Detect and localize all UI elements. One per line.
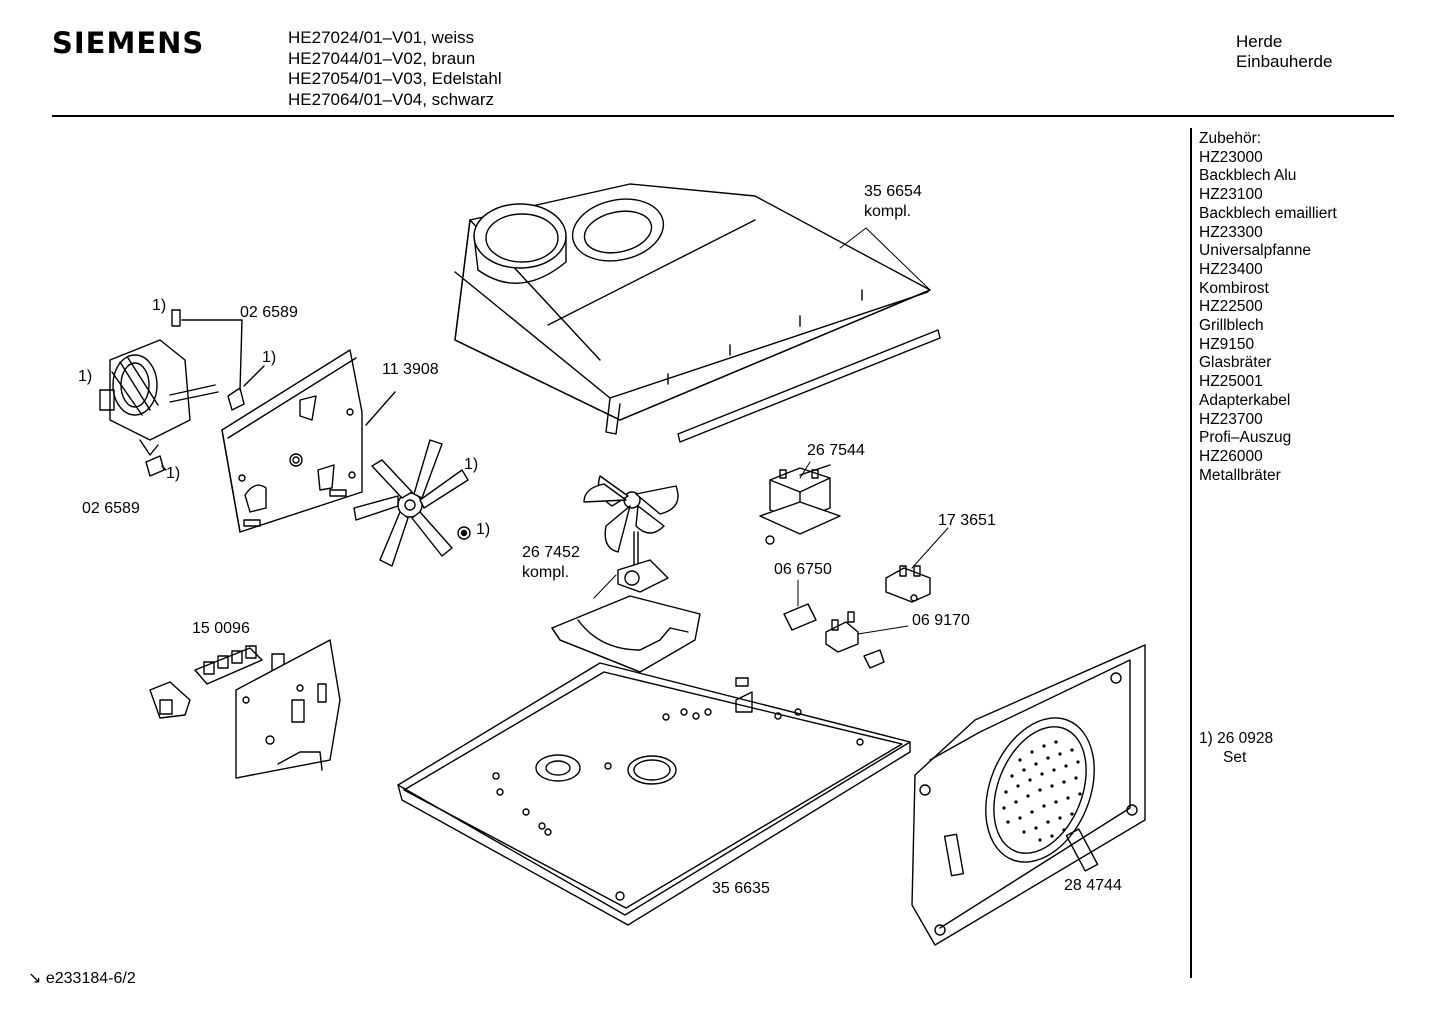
part-qualifier: kompl.	[864, 203, 912, 220]
brand-logo: SIEMENS	[52, 26, 205, 60]
part-173651-label: 17 3651	[938, 512, 996, 529]
accessory-desc: Metallbräter	[1199, 466, 1281, 484]
footnote: 1) 26 0928 Set	[1199, 730, 1273, 767]
accessory-code: HZ25001	[1199, 373, 1263, 391]
sidebar-divider	[1190, 128, 1192, 978]
control-bracket-part	[149, 639, 341, 779]
accessory-code: HZ23400	[1199, 260, 1263, 278]
accessory-desc: Glasbräter	[1199, 354, 1272, 372]
model-list: HE27024/01–V01, weiss HE27044/01–V02, br…	[288, 28, 502, 110]
part-number: 26 7452	[522, 544, 580, 561]
footnote-set: Set	[1223, 748, 1247, 766]
accessories-list: Zubehör: HZ23000 Backblech Alu HZ23100 B…	[1199, 130, 1337, 485]
part-356635-label: 35 6635	[712, 880, 770, 897]
relay-parts	[783, 565, 931, 669]
accessory-desc: Universalpfanne	[1199, 242, 1312, 260]
accessory-desc: Backblech Alu	[1199, 167, 1297, 185]
part-267452-label: 26 7452 kompl.	[522, 543, 580, 583]
footnote-marker: 1)	[152, 297, 167, 314]
tick-mark-icon: ↘	[28, 970, 42, 987]
part-267544-label: 26 7544	[807, 442, 865, 459]
part-069170-label: 06 9170	[912, 612, 970, 629]
accessory-code: HZ23300	[1199, 223, 1263, 241]
rear-cover-part	[911, 644, 1146, 946]
accessory-code: HZ23100	[1199, 186, 1263, 204]
model-item: HE27044/01–V02, braun	[288, 48, 476, 68]
accessory-code: HZ26000	[1199, 447, 1263, 465]
bottom-tray-part	[397, 662, 911, 926]
accessory-code: HZ9150	[1199, 335, 1255, 353]
header-divider	[52, 115, 1394, 117]
footnote-marker: 1)	[78, 368, 93, 385]
part-150096-label: 15 0096	[192, 620, 250, 637]
part-066750-label: 06 6750	[774, 561, 832, 578]
accessory-code: HZ23000	[1199, 148, 1263, 166]
part-qualifier: kompl.	[522, 564, 570, 581]
accessory-desc: Kombirost	[1199, 279, 1269, 297]
fan-blade-part	[353, 439, 471, 567]
part-number: 35 6654	[864, 183, 922, 200]
category-sub: Einbauherde	[1236, 52, 1333, 71]
footnote-part: 1) 26 0928	[1199, 730, 1274, 747]
category-label: Herde Einbauherde	[1236, 32, 1332, 72]
fan-motor-part	[99, 309, 265, 477]
accessory-desc: Adapterkabel	[1199, 391, 1291, 409]
accessory-code: HZ23700	[1199, 410, 1263, 428]
model-item: HE27054/01–V03, Edelstahl	[288, 69, 502, 88]
model-item: HE27064/01–V04, schwarz	[288, 89, 495, 109]
part-284744-label: 28 4744	[1064, 877, 1122, 894]
top-cover-part	[454, 183, 941, 443]
accessory-code: HZ22500	[1199, 298, 1263, 316]
footnote-marker: 1)	[476, 521, 491, 538]
transformer-part	[759, 464, 841, 545]
rear-panel-part	[221, 349, 396, 533]
footnote-marker: 1)	[166, 465, 181, 482]
part-113908-label: 11 3908	[382, 361, 439, 378]
footnote-marker: 1)	[262, 349, 277, 366]
document-id-text: e233184-6/2	[45, 970, 136, 987]
category-main: Herde	[1236, 32, 1283, 51]
accessory-desc: Grillblech	[1199, 317, 1264, 335]
part-356654-label: 35 6654 kompl.	[864, 182, 922, 222]
part-026589-label: 02 6589	[240, 304, 298, 321]
footnote-marker: 1)	[464, 456, 479, 473]
part-026589-label-lower: 02 6589	[82, 500, 140, 517]
leader-lines	[593, 227, 949, 635]
convection-fan-part	[551, 475, 701, 673]
model-item: HE27024/01–V01, weiss	[288, 28, 475, 47]
accessories-heading: Zubehör:	[1199, 130, 1262, 147]
document-id: ↘ e233184-6/2	[28, 968, 136, 988]
accessory-desc: Profi–Auszug	[1199, 429, 1292, 447]
accessory-desc: Backblech emailliert	[1199, 204, 1337, 222]
